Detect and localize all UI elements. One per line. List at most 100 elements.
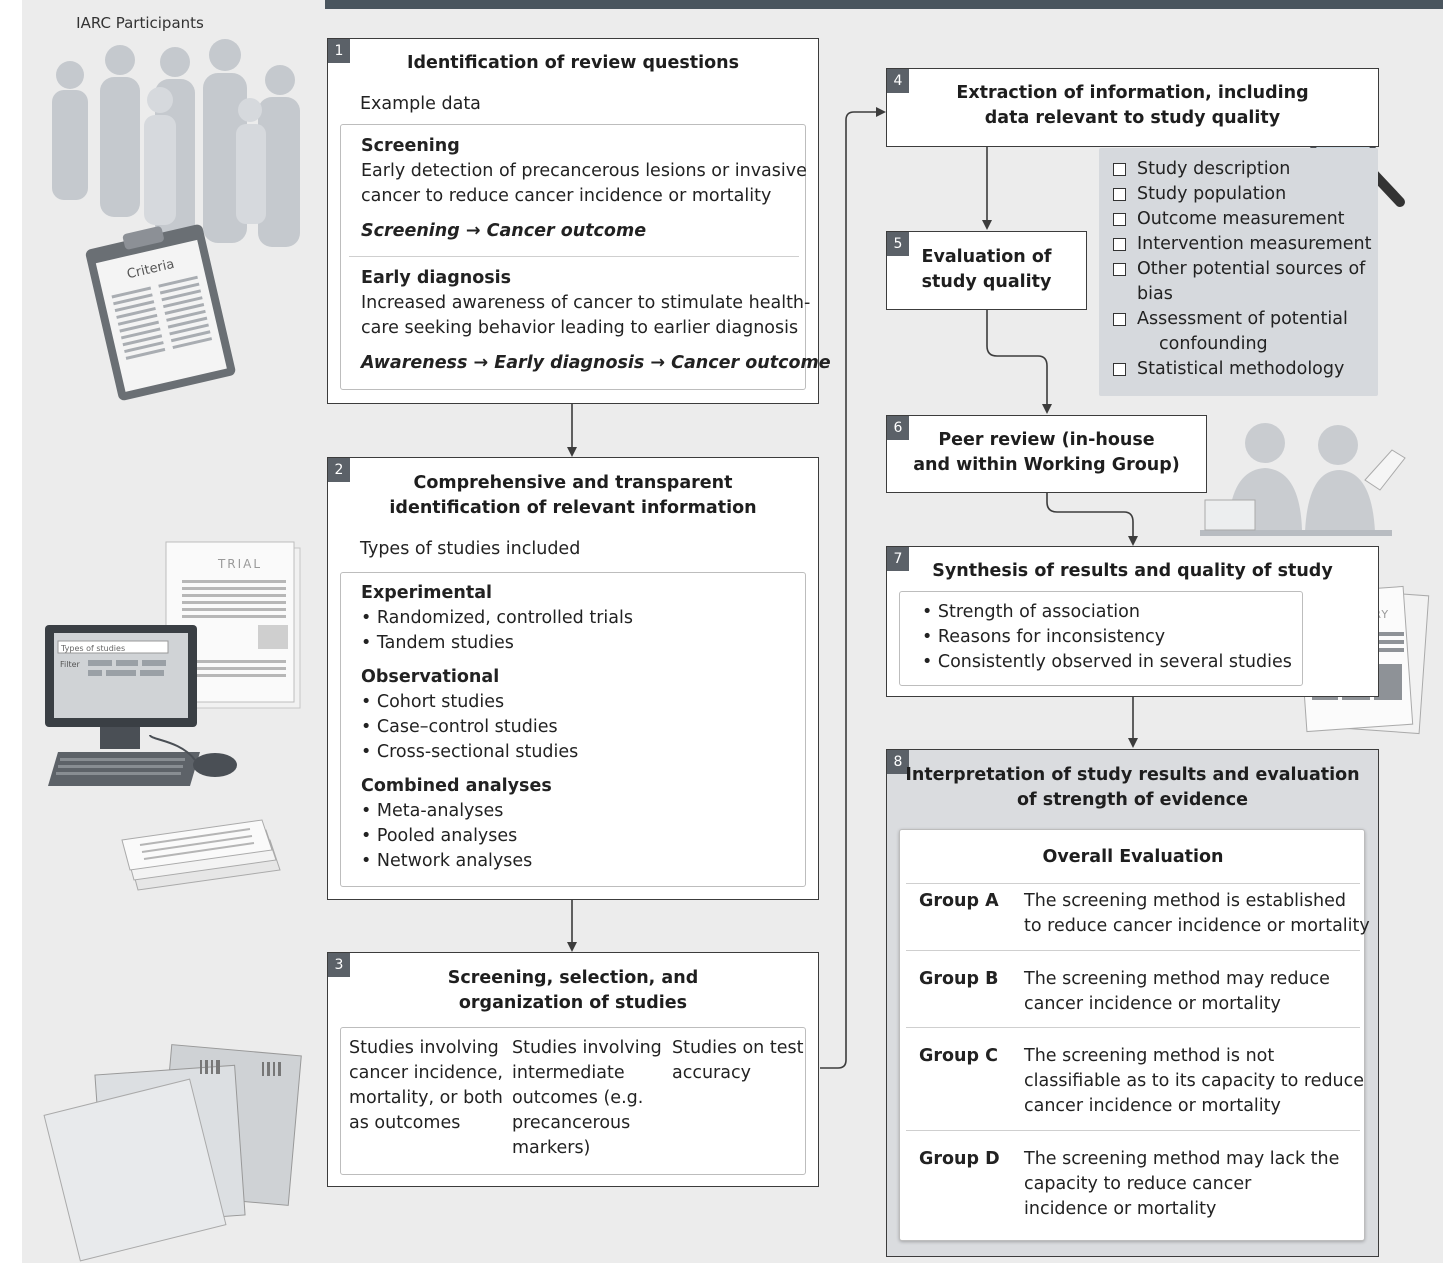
observational-heading: Observational [361,667,500,687]
early-diagnosis-desc-1: Increased awareness of cancer to stimula… [361,293,811,313]
group-c-desc: cancer incidence or mortality [1024,1096,1281,1116]
category-col2-line: outcomes (e.g. [512,1088,644,1108]
checkbox[interactable] [1113,213,1126,226]
checkbox[interactable] [1113,313,1126,326]
synthesis-item: • Reasons for inconsistency [922,627,1166,647]
group-a-desc: to reduce cancer incidence or mortality [1024,916,1370,936]
step4-box: 4 Extraction of information, including d… [886,68,1379,147]
screening-desc-2: cancer to reduce cancer incidence or mor… [361,186,772,206]
step1-box: 1 Identification of review questions Exa… [327,38,831,404]
category-col3-line: Studies on test [672,1038,804,1058]
group-d-desc: capacity to reduce cancer [1024,1174,1252,1194]
checklist-item: Study population [1137,184,1287,204]
evaluation-separator [906,883,1360,884]
early-diagnosis-path: Awareness → Early diagnosis → Cancer out… [361,353,831,373]
category-col3-line: accuracy [672,1063,751,1083]
evaluation-separator [906,1130,1360,1131]
monitor-filter-text: Filter [60,660,81,669]
step1-title: Identification of review questions [406,53,740,73]
synthesis-item: • Strength of association [922,602,1140,622]
step4-number: 4 [887,69,909,93]
checklist-item: Intervention measurement [1137,234,1372,254]
group-d-label: Group D [919,1149,1000,1169]
checklist-item: Other potential sources of [1137,259,1366,279]
study-categories-panel: Studies involving cancer incidence, mort… [340,1027,806,1175]
checkbox[interactable] [1113,238,1126,251]
step3-number: 3 [328,953,350,977]
arrow-6-to-7 [1046,492,1138,546]
step1-subtitle: Example data [360,94,481,114]
category-col2-line: Studies involving [512,1038,662,1058]
early-diagnosis-desc-2: care seeking behavior leading to earlier… [361,318,799,338]
screening-path: Screening → Cancer outcome [361,221,647,241]
checkbox[interactable] [1113,188,1126,201]
study-types-panel: Experimental • Randomized, controlled tr… [340,572,806,887]
study-type-item: • Case–control studies [361,717,558,737]
category-col1-line: as outcomes [349,1113,461,1133]
synthesis-item: • Consistently observed in several studi… [922,652,1292,672]
arrow-5-to-6 [986,310,1052,414]
step5-title-line-1: Evaluation of [921,247,1052,267]
step6-number: 6 [887,416,909,440]
step2-box: 2 Comprehensive and transparent identifi… [327,457,819,900]
study-type-item: • Randomized, controlled trials [361,608,633,628]
checkbox[interactable] [1113,263,1126,276]
group-b-desc: cancer incidence or mortality [1024,994,1281,1014]
experimental-heading: Experimental [361,583,493,603]
group-b-desc: The screening method may reduce [1024,969,1330,989]
category-col2-line: precancerous [512,1113,631,1133]
step4-title-line-1: Extraction of information, including [956,83,1309,103]
step4-title-line-2: data relevant to study quality [984,108,1281,128]
group-d-desc: The screening method may lack the [1024,1149,1340,1169]
trial-label: TRIAL [217,557,262,571]
screening-heading: Screening [361,136,460,156]
step5-box: 5 Evaluation of study quality [886,231,1087,310]
checklist-item: Assessment of potential [1137,309,1348,329]
overall-evaluation-heading: Overall Evaluation [1042,847,1224,867]
peer-review-people-icon [1200,423,1406,536]
checklist-item: Statistical methodology [1137,359,1345,379]
screening-desc-1: Early detection of precancerous lesions … [361,161,807,181]
computer-icon: Types of studies Filter [45,625,237,786]
step5-title-line-2: study quality [921,272,1052,292]
group-a-desc: The screening method is established [1024,891,1346,911]
category-col1-line: Studies involving [349,1038,499,1058]
step6-title-line-1: Peer review (in-house [938,430,1155,450]
overall-evaluation-panel: Overall Evaluation Group A The screening… [899,829,1370,1241]
category-col2-line: intermediate [512,1063,625,1083]
step5-number: 5 [887,232,909,256]
step3-title-line-2: organization of studies [458,993,688,1013]
evaluation-separator [906,950,1360,951]
step1-examples-panel: Screening Early detection of precancerou… [340,124,831,390]
checkbox[interactable] [1113,163,1126,176]
checkbox[interactable] [1113,363,1126,376]
study-type-item: • Meta-analyses [361,801,504,821]
step8-title-line-1: Interpretation of study results and eval… [905,765,1360,785]
group-c-desc: classifiable as to its capacity to reduc… [1024,1071,1365,1091]
category-col1-line: mortality, or both [349,1088,503,1108]
group-c-desc: The screening method is not [1024,1046,1275,1066]
arrow-3-to-4 [820,107,886,1069]
step8-box: 8 Interpretation of study results and ev… [886,749,1379,1257]
checklist-item-continued: confounding [1159,334,1268,354]
group-b-label: Group B [919,969,999,989]
step7-box: 7 Synthesis of results and quality of st… [886,546,1379,697]
step1-separator [349,256,799,257]
flow-arrows [567,107,1138,1069]
clipboard-icon: Criteria [85,224,236,401]
folders-icon [43,1044,302,1262]
step3-box: 3 Screening, selection, and organization… [327,952,819,1187]
step3-title-line-1: Screening, selection, and [447,968,699,988]
study-type-item: • Tandem studies [361,633,514,653]
evaluation-separator [906,1027,1360,1028]
step6-box: 6 Peer review (in-house and within Worki… [886,415,1207,493]
header-bar [325,0,1443,9]
early-diagnosis-heading: Early diagnosis [361,268,512,288]
participants-label: IARC Participants [76,14,204,32]
category-col1-line: cancer incidence, [349,1063,503,1083]
combined-analyses-heading: Combined analyses [361,776,552,796]
step2-number: 2 [328,458,350,482]
step2-subtitle: Types of studies included [360,539,581,559]
synthesis-panel: • Strength of association • Reasons for … [899,591,1303,686]
study-type-item: • Network analyses [361,851,533,871]
